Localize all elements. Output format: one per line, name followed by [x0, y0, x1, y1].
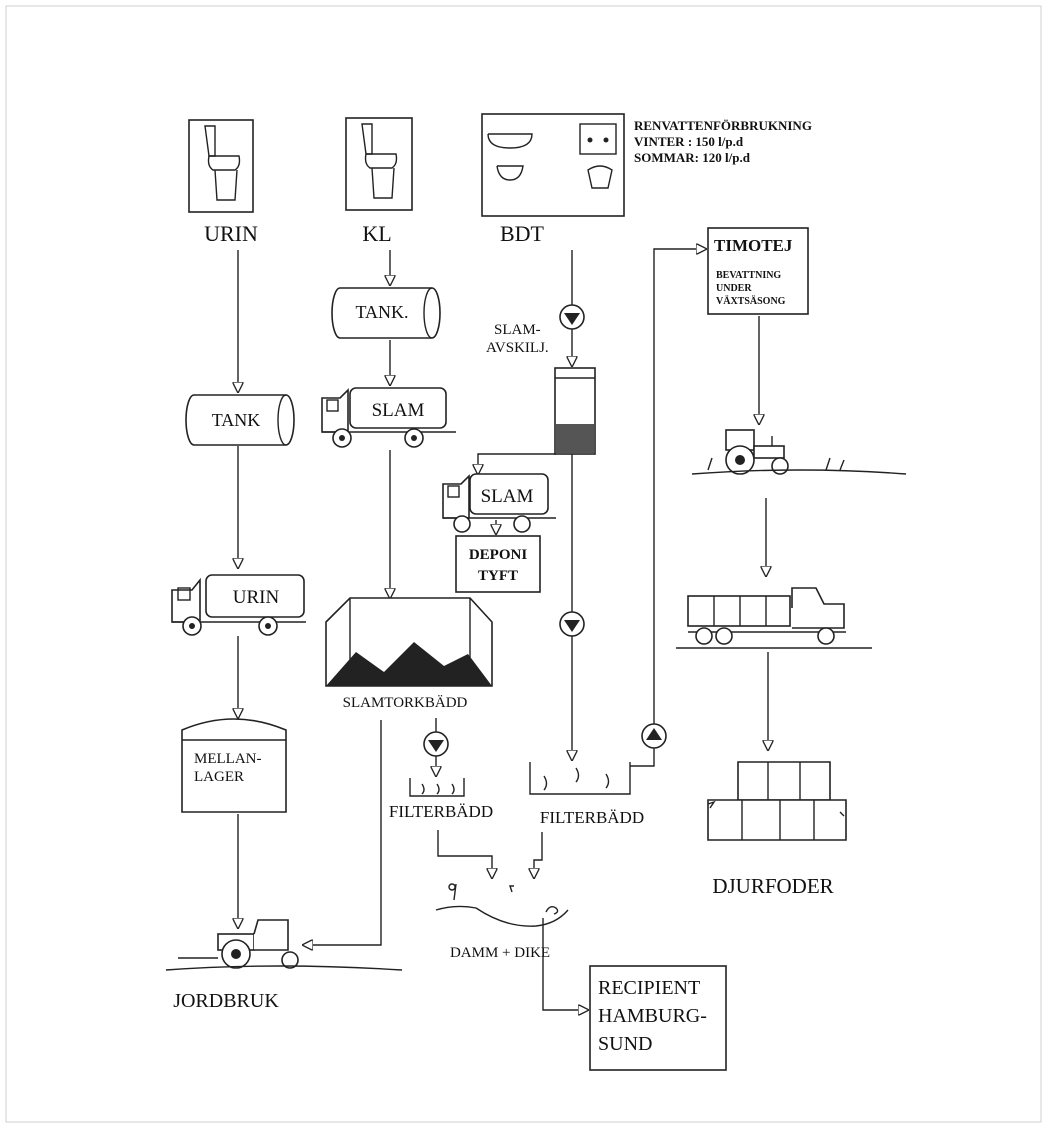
animal-feed-label: DJURFODER — [712, 874, 833, 898]
landfill-label-2: TYFT — [478, 568, 518, 584]
timothy-line1: BEVATTNING — [716, 270, 781, 281]
arrow-recirculation-to-timothy — [654, 249, 706, 724]
source-kl-label: KL — [362, 221, 391, 246]
timothy-title: TIMOTEJ — [714, 236, 793, 255]
arrow-filter-kl-to-pond — [438, 830, 492, 878]
filter-bed-icon-bdt — [530, 762, 630, 794]
recipient-label-2: HAMBURG- — [598, 1005, 707, 1027]
kl-tank-label: TANK. — [355, 302, 408, 322]
separator-label-1: SLAM- — [494, 322, 541, 338]
source-bdt-label: BDT — [500, 221, 545, 246]
pump-icon-bdt-lower — [560, 612, 584, 636]
pump-icon-drying — [424, 732, 448, 756]
dump-truck-icon — [676, 588, 872, 648]
destination-agriculture-label: JORDBRUK — [173, 990, 279, 1012]
water-use-title: RENVATTENFÖRBRUKNING — [634, 118, 812, 133]
kl-truck-label: SLAM — [372, 400, 425, 421]
timothy-line3: VÄXTSÄSONG — [716, 294, 786, 307]
hay-bales-icon — [708, 762, 846, 840]
field-tractor-icon — [692, 430, 906, 474]
separator-label-2: AVSKILJ. — [486, 340, 549, 356]
arrow-filter-bdt-to-pond — [534, 832, 542, 878]
landfill-label-1: DEPONI — [469, 547, 528, 563]
timothy-line2: UNDER — [716, 283, 752, 294]
toilet-icon-urin — [189, 120, 253, 212]
toilet-icon-kl — [346, 118, 412, 210]
pond-icon — [436, 884, 568, 926]
source-urin-label: URIN — [204, 221, 258, 246]
pump-icon-bdt-upper — [560, 305, 584, 329]
arrow-drying-bed-to-farm — [303, 720, 381, 945]
water-use-summer: SOMMAR: 120 l/p.d — [634, 150, 751, 165]
sludge-drying-bed-icon — [326, 598, 492, 686]
recipient-label-3: SUND — [598, 1033, 652, 1055]
connector-filter-to-pump — [630, 748, 654, 766]
filter-bed-label-kl: FILTERBÄDD — [389, 802, 493, 821]
filter-bed-icon-kl — [410, 778, 464, 796]
pond-label: DAMM + DIKE — [450, 945, 550, 961]
storage-label-1: MELLAN- — [194, 751, 262, 767]
water-use-winter: VINTER : 150 l/p.d — [634, 134, 744, 149]
pump-icon-recirculation — [642, 724, 666, 748]
filter-bed-label-bdt: FILTERBÄDD — [540, 808, 644, 827]
recipient-label-1: RECIPIENT — [598, 977, 700, 999]
arrow-separator-to-truck — [478, 454, 556, 474]
sludge-separator-tank-icon — [555, 368, 595, 454]
bathroom-fixtures-icon — [482, 114, 624, 216]
urine-truck-label: URIN — [233, 587, 280, 608]
bdt-truck-label: SLAM — [481, 486, 534, 507]
urine-tank-label: TANK — [212, 410, 261, 430]
drying-bed-label: SLAMTORKBÄDD — [343, 694, 468, 711]
storage-label-2: LAGER — [194, 769, 244, 785]
arrow-pond-to-recipient — [543, 918, 588, 1010]
